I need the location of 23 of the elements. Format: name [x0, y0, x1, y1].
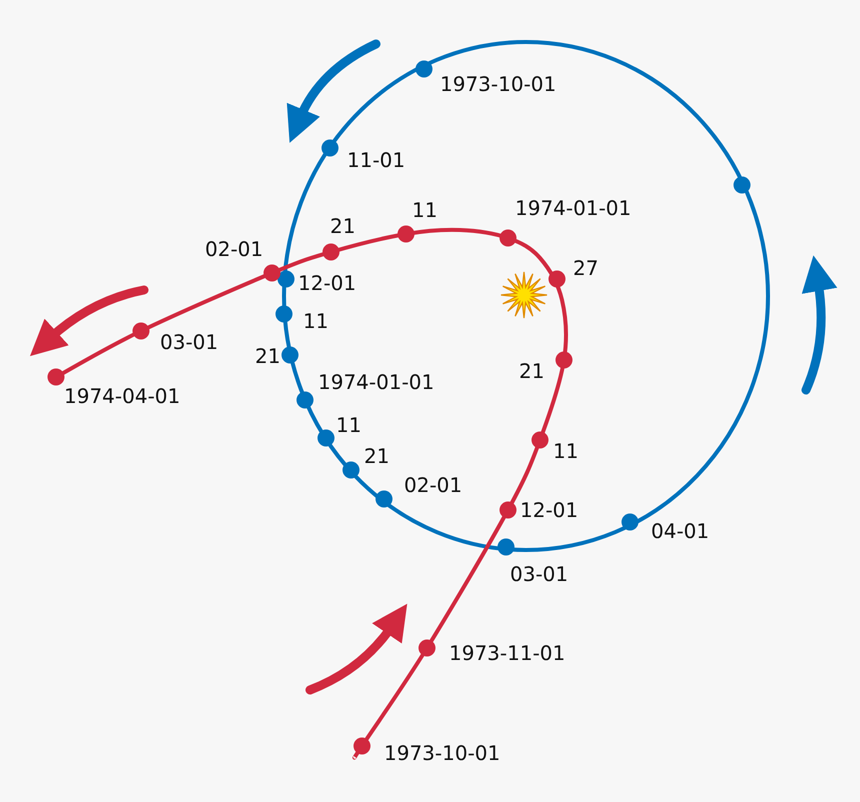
date-label: 21 — [330, 214, 356, 238]
date-label: 11-01 — [347, 148, 406, 172]
date-label: 11 — [412, 198, 438, 222]
date-label: 21 — [364, 444, 390, 468]
date-label: 02-01 — [404, 473, 462, 497]
date-label: 1974-01-01 — [318, 370, 434, 394]
date-label: 1974-01-01 — [515, 196, 632, 220]
date-label: 1974-04-01 — [64, 384, 180, 408]
date-label: 04-01 — [651, 519, 710, 543]
date-label: 1973-10-01 — [384, 741, 500, 765]
date-label: 11 — [553, 439, 578, 463]
date-label: 1973-11-01 — [449, 641, 566, 665]
date-label: 03-01 — [160, 330, 218, 354]
date-label: 12-01 — [298, 271, 356, 295]
date-label: 02-01 — [205, 237, 264, 261]
date-label: 11 — [303, 309, 328, 333]
date-label: 21 — [519, 359, 544, 383]
date-label: 27 — [573, 256, 598, 280]
date-label: 12-01 — [520, 498, 578, 522]
date-label: 21 — [255, 344, 280, 368]
date-label: 1973-10-01 — [440, 72, 556, 96]
date-label: 11 — [336, 413, 362, 437]
date-label: 03-01 — [510, 562, 568, 586]
